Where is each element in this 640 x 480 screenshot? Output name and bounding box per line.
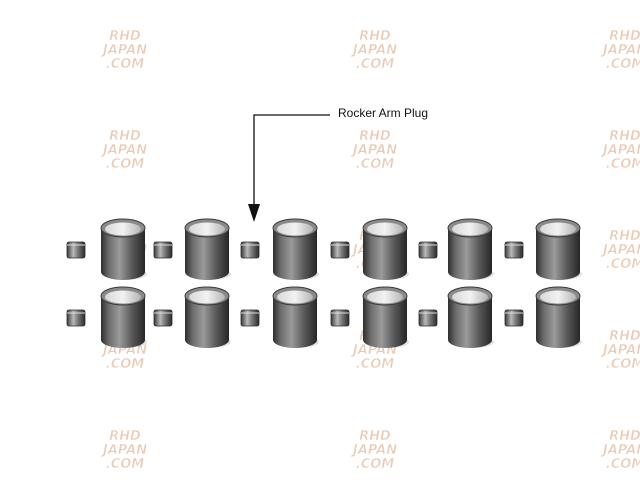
rocker-arm-plug — [504, 309, 524, 327]
svg-text:RHD: RHD — [609, 29, 640, 44]
rocker-arm-plug-label: Rocker Arm Plug — [338, 106, 429, 120]
svg-text:.COM: .COM — [106, 57, 145, 72]
svg-text:.COM: .COM — [606, 357, 640, 372]
svg-text:.COM: .COM — [606, 457, 640, 472]
bushing — [447, 218, 494, 280]
arrow-head-icon — [248, 204, 260, 222]
rocker-arm-plug — [240, 241, 260, 259]
svg-text:.COM: .COM — [356, 157, 395, 172]
rocker-arm-plug — [418, 309, 438, 327]
svg-text:.COM: .COM — [356, 57, 395, 72]
svg-text:JAPAN: JAPAN — [600, 343, 640, 358]
svg-text:JAPAN: JAPAN — [100, 443, 147, 458]
rocker-arm-plug — [153, 309, 173, 327]
bushing — [272, 218, 319, 280]
svg-text:RHD: RHD — [109, 29, 141, 44]
svg-text:.COM: .COM — [356, 357, 395, 372]
rocker-arm-plug — [418, 241, 438, 259]
rocker-arm-plug — [240, 309, 260, 327]
svg-text:RHD: RHD — [609, 429, 640, 444]
svg-text:JAPAN: JAPAN — [100, 43, 147, 58]
bushing — [535, 218, 582, 280]
svg-text:RHD: RHD — [609, 329, 640, 344]
rocker-arm-plug — [330, 309, 350, 327]
svg-text:JAPAN: JAPAN — [350, 143, 397, 158]
bushing — [447, 286, 494, 348]
rocker-arm-plug — [66, 241, 86, 259]
svg-text:.COM: .COM — [106, 357, 145, 372]
bushing — [362, 218, 409, 280]
bushing — [100, 286, 147, 348]
bushing — [100, 218, 147, 280]
rocker-arm-plug — [504, 241, 524, 259]
svg-text:JAPAN: JAPAN — [100, 143, 147, 158]
svg-text:JAPAN: JAPAN — [350, 43, 397, 58]
rocker-arm-plug — [330, 241, 350, 259]
watermark-layer: RHDJAPAN.COMRHDJAPAN.COMRHDJAPAN.COMRHDJ… — [100, 29, 640, 473]
svg-text:RHD: RHD — [609, 129, 640, 144]
parts-layer — [66, 218, 582, 348]
svg-text:.COM: .COM — [106, 157, 145, 172]
svg-text:JAPAN: JAPAN — [600, 243, 640, 258]
bushing — [535, 286, 582, 348]
svg-text:JAPAN: JAPAN — [600, 443, 640, 458]
bushing — [184, 218, 231, 280]
svg-text:JAPAN: JAPAN — [600, 143, 640, 158]
bushing — [184, 286, 231, 348]
svg-text:RHD: RHD — [359, 429, 391, 444]
rocker-arm-plug — [153, 241, 173, 259]
svg-text:RHD: RHD — [609, 229, 640, 244]
svg-text:JAPAN: JAPAN — [350, 443, 397, 458]
bushing — [272, 286, 319, 348]
svg-text:RHD: RHD — [359, 129, 391, 144]
rocker-arm-plug — [66, 309, 86, 327]
svg-text:RHD: RHD — [359, 29, 391, 44]
svg-text:JAPAN: JAPAN — [600, 43, 640, 58]
svg-text:.COM: .COM — [606, 257, 640, 272]
bushing — [362, 286, 409, 348]
svg-text:RHD: RHD — [109, 429, 141, 444]
svg-text:.COM: .COM — [606, 157, 640, 172]
svg-text:RHD: RHD — [109, 129, 141, 144]
callout-leader — [248, 114, 330, 222]
svg-text:.COM: .COM — [106, 457, 145, 472]
svg-text:.COM: .COM — [606, 57, 640, 72]
svg-text:.COM: .COM — [356, 457, 395, 472]
